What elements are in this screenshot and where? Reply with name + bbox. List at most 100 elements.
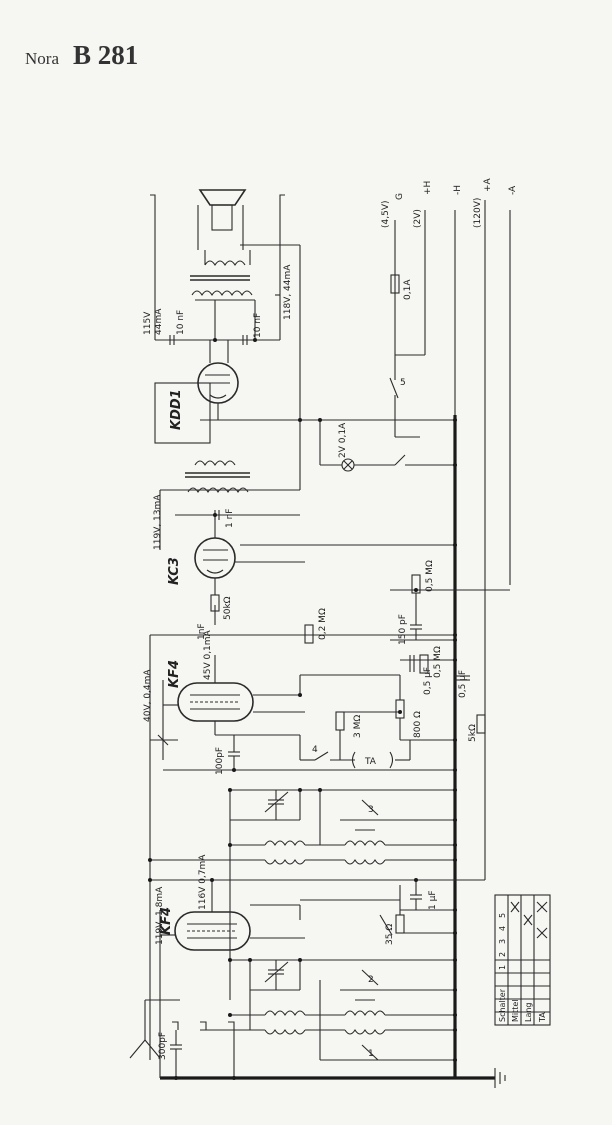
label-5k: 5kΩ bbox=[468, 724, 478, 742]
rf-coil-3 bbox=[264, 1010, 306, 1035]
switch-table-row-ta: TA bbox=[538, 1012, 547, 1023]
label-3m: 3 MΩ bbox=[353, 715, 363, 738]
switch-table bbox=[494, 894, 551, 1026]
tube-label-kf4-rf: KF4 bbox=[159, 907, 174, 935]
switch-5-lever bbox=[389, 377, 399, 399]
lead-left bbox=[150, 194, 156, 340]
switch-table-col-3: 3 bbox=[498, 939, 507, 944]
earth-socket bbox=[228, 1021, 235, 1078]
label-119v-13ma: 119V, 13mA bbox=[153, 494, 163, 550]
label-switch-4: 4 bbox=[312, 745, 318, 755]
page-title: Nora B 281 bbox=[25, 40, 138, 71]
antenna-socket-2 bbox=[200, 1021, 207, 1030]
ta-input bbox=[299, 735, 411, 769]
switch-lever-lamp bbox=[394, 454, 406, 466]
terminal-plus-h-value: (2V) bbox=[413, 209, 423, 228]
switch-table-col-4: 4 bbox=[498, 926, 507, 931]
kdd1-frame bbox=[154, 382, 211, 444]
label-switch-1: 1 bbox=[368, 1049, 374, 1059]
resistor-5k bbox=[476, 714, 486, 734]
label-switch-3: 3 bbox=[368, 805, 374, 815]
label-05uf-b: 0,5 µF bbox=[458, 670, 468, 698]
label-44ma: 44mA bbox=[154, 308, 164, 335]
resistor-50k bbox=[210, 594, 220, 612]
rf-coil-2 bbox=[344, 840, 386, 865]
label-40v: 40V, 0,4mA bbox=[143, 669, 153, 722]
label-switch-2: 2 bbox=[368, 975, 374, 985]
switch-2-lever bbox=[361, 969, 379, 986]
switch-3-lever bbox=[361, 799, 379, 816]
resistor-35 bbox=[395, 914, 405, 934]
label-lamp: 2V 0,1A bbox=[338, 422, 348, 458]
label-45v: 45V 0,1mA bbox=[203, 629, 213, 680]
tube-label-kf4-af: KF4 bbox=[167, 660, 182, 688]
capacitor-05-b bbox=[455, 675, 470, 681]
label-05uf: 0,5 µF bbox=[423, 667, 433, 695]
label-fuse: 0,1A bbox=[403, 279, 413, 300]
label-50k: 50kΩ bbox=[223, 596, 233, 620]
tube-kf4-rf bbox=[174, 911, 251, 951]
label-116v: 116V 0,7mA bbox=[198, 854, 208, 910]
capacitor-10nf-b bbox=[242, 335, 248, 345]
label-800: 800 Ω bbox=[413, 711, 423, 738]
terminal-minus-h-label: -H bbox=[453, 185, 463, 195]
label-05m-b: 0,5 MΩ bbox=[433, 646, 443, 678]
capacitor-150pf bbox=[410, 624, 422, 630]
resistor-800 bbox=[395, 699, 405, 719]
label-10nf-b: 10 nF bbox=[253, 313, 263, 338]
terminal-plus-a-label: +A bbox=[483, 177, 493, 192]
supply-lines bbox=[390, 200, 511, 880]
switch-table-header: Schalter bbox=[498, 988, 507, 1022]
label-115v: 115V bbox=[143, 311, 153, 335]
junction-dots bbox=[148, 338, 457, 1080]
switch-table-row-lang: Lang bbox=[524, 1002, 533, 1022]
switch-table-col-5: 5 bbox=[498, 913, 507, 918]
terminal-plus-h-label: +H bbox=[423, 181, 433, 195]
label-02m: 0,2 MΩ bbox=[318, 608, 328, 640]
model-name: B 281 bbox=[72, 40, 139, 70]
label-300pf: 300pF bbox=[158, 1032, 168, 1060]
speaker-icon bbox=[197, 189, 247, 250]
resistor-05m-b bbox=[419, 654, 429, 674]
label-ta: TA bbox=[364, 757, 377, 767]
switch-table-col-1: 1 bbox=[498, 965, 507, 970]
capacitor-10nf-a bbox=[169, 335, 175, 345]
rf-coil-1 bbox=[264, 840, 306, 865]
fuse-symbol bbox=[390, 274, 400, 294]
label-150pf: 150 pF bbox=[398, 614, 408, 645]
terminal-g-label: G bbox=[395, 193, 405, 200]
terminal-g-value: (4,5V) bbox=[381, 201, 391, 229]
label-35: 35 Ω bbox=[385, 924, 395, 945]
resistor-3m bbox=[335, 711, 345, 731]
label-1nf-b: 1nF bbox=[197, 623, 207, 640]
capacitor-1uf bbox=[410, 894, 422, 900]
var-resistor-arrow bbox=[379, 914, 393, 936]
tube-kdd1 bbox=[197, 340, 239, 404]
antenna-icon bbox=[129, 1039, 161, 1059]
label-switch-5: 5 bbox=[400, 378, 406, 388]
capacitor-300pf bbox=[170, 1044, 182, 1050]
tube-label-kc3: KC3 bbox=[167, 557, 182, 585]
resistor-02m bbox=[304, 624, 314, 644]
pilot-lamp bbox=[341, 458, 355, 472]
output-transformer bbox=[190, 250, 253, 297]
rf-coil-4 bbox=[344, 1010, 386, 1035]
capacitor-05uf bbox=[409, 655, 415, 672]
label-100pf: 100pF bbox=[215, 747, 225, 775]
label-119v-18ma: 119V, 1,8mA bbox=[155, 886, 165, 945]
switch-1-lever bbox=[361, 1044, 379, 1061]
tube-kf4-af bbox=[177, 682, 254, 722]
tube-label-kdd1: KDD1 bbox=[169, 389, 184, 430]
switch-table-col-2: 2 bbox=[498, 952, 507, 957]
label-118v-44ma: 118V, 44mA bbox=[283, 264, 293, 320]
label-1uf: 1 µF bbox=[428, 891, 438, 911]
label-1nf: 1 nF bbox=[225, 509, 235, 528]
tube-kc3 bbox=[194, 537, 236, 579]
brand-name: Nora bbox=[25, 49, 59, 68]
switch-table-row-mittel: Mittel bbox=[511, 999, 520, 1022]
interstage-transformer bbox=[185, 460, 250, 494]
lead-right bbox=[279, 194, 285, 340]
terminal-plus-a-value: (120V) bbox=[473, 198, 483, 228]
